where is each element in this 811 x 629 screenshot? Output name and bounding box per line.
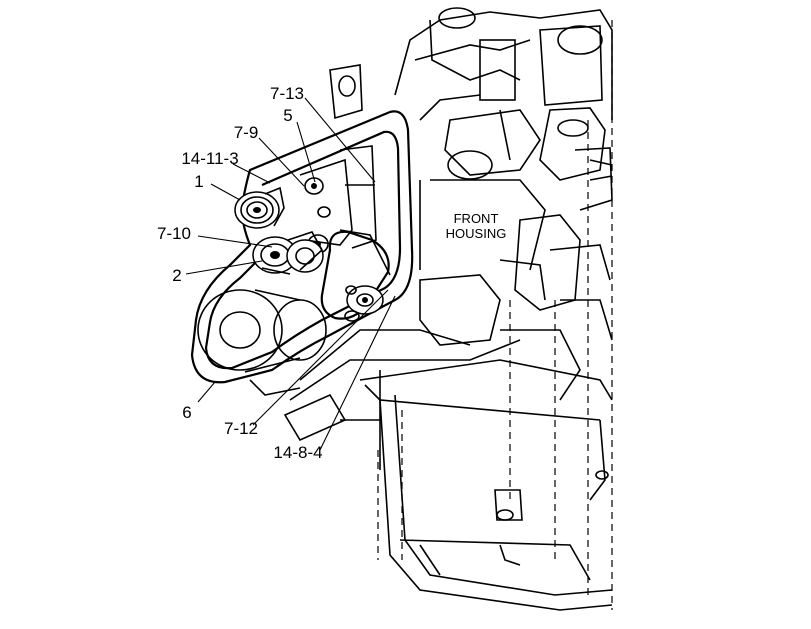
alternator-bracket [299, 145, 391, 322]
leader-6 [197, 381, 216, 403]
leader-7-10 [197, 235, 273, 248]
leader-7-12 [252, 289, 389, 426]
callout-14-8-4: 14-8-4 [273, 443, 322, 462]
callout-7-12: 7-12 [224, 419, 258, 438]
callouts: 7-13 5 7-9 14-11-3 1 7-10 2 6 7-12 14-8-… [157, 84, 323, 462]
front-housing-label: FRONT HOUSING [446, 211, 507, 241]
leader-1 [210, 183, 241, 201]
callout-14-11-3: 14-11-3 [181, 149, 238, 168]
callout-7-9: 7-9 [234, 123, 259, 142]
callout-6: 6 [182, 403, 191, 422]
crank-pulley [197, 289, 327, 396]
housing-label-line2: HOUSING [446, 226, 507, 241]
engine-block [283, 7, 613, 610]
leader-lines [185, 97, 396, 451]
callout-7-13: 7-13 [270, 84, 304, 103]
leader-7-9 [258, 137, 305, 187]
callout-5: 5 [283, 106, 292, 125]
housing-label-line1: FRONT [454, 211, 499, 226]
leader-2 [185, 260, 263, 275]
leader-7-13 [304, 97, 376, 183]
idler-pulley-1 [234, 186, 285, 229]
leader-14-8-4 [319, 295, 396, 451]
tensioner-assembly [252, 231, 324, 275]
oil-pan [364, 384, 613, 611]
leader-5 [296, 121, 316, 183]
callout-1: 1 [194, 172, 203, 191]
callout-7-10: 7-10 [157, 224, 191, 243]
callout-2: 2 [172, 266, 181, 285]
leader-14-11-3 [232, 163, 271, 184]
